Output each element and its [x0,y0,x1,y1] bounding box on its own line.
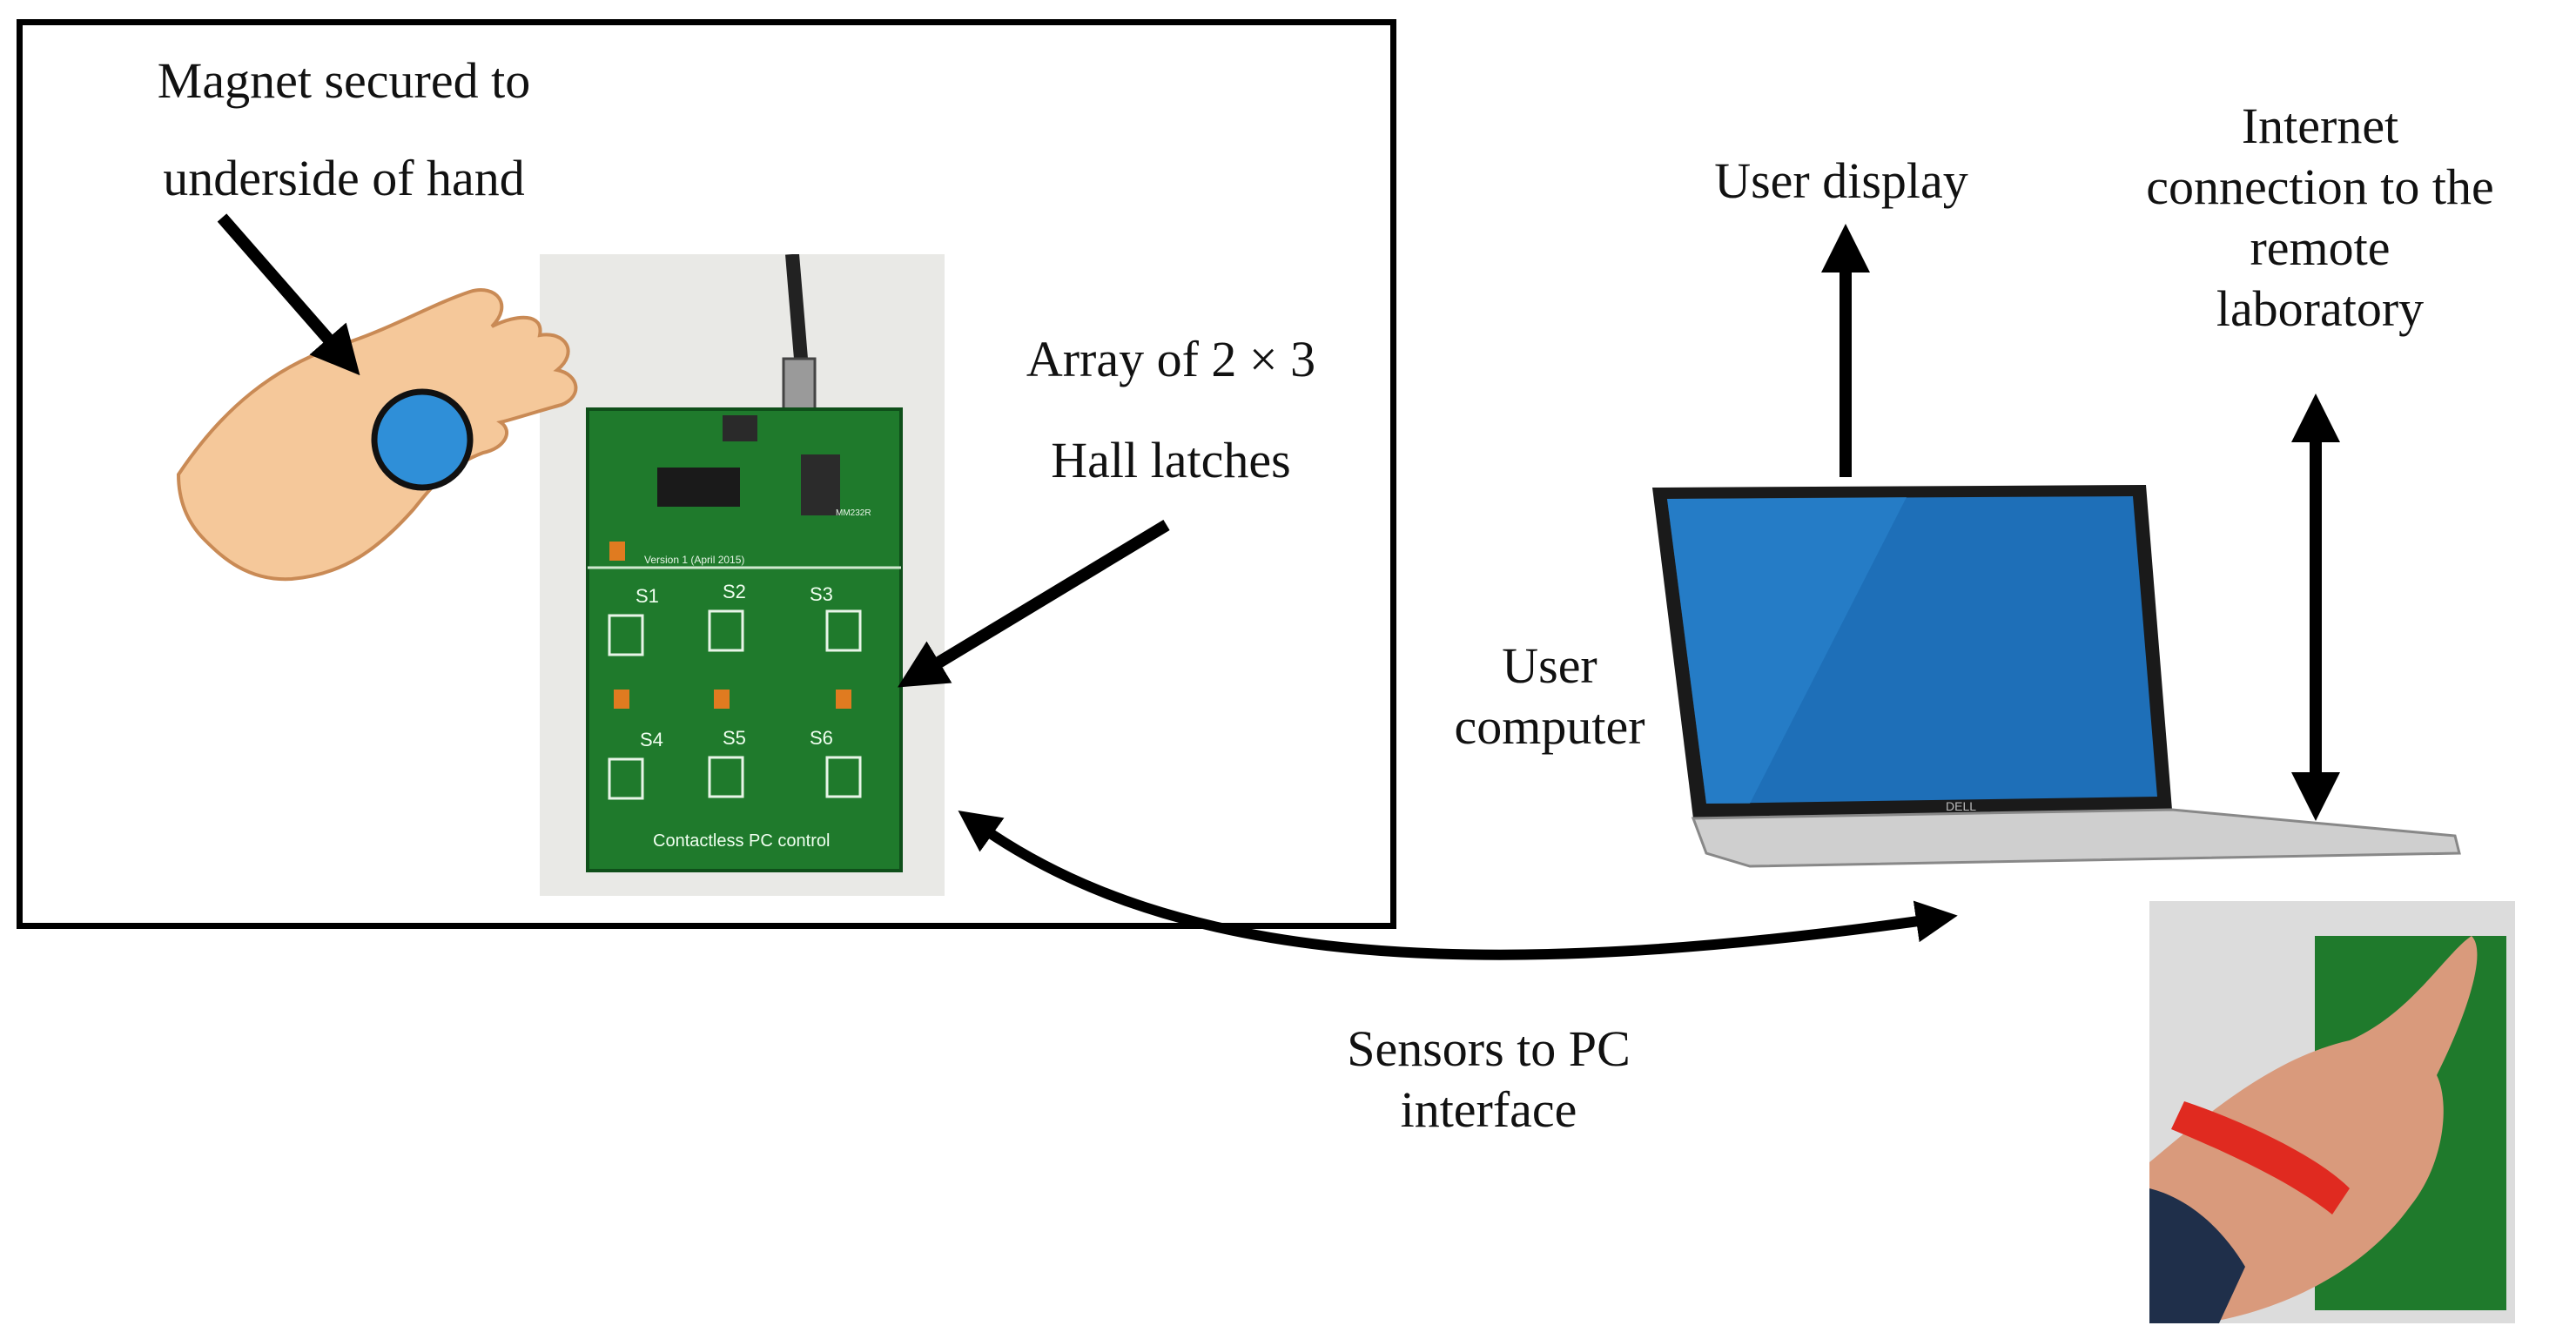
sensor-label-s5: S5 [723,727,746,749]
sensors-label: Sensors to PC interface [1288,1019,1689,1141]
chip-label: MM232R [836,508,871,518]
user-computer-line2: computer [1454,698,1645,755]
sensor-s4 [608,757,644,800]
header-pins [723,415,757,441]
magnet-arrow [217,213,360,376]
sensor-s1 [608,614,644,656]
internet-label-line2: connection to the [2146,158,2494,215]
magnet-disc [371,388,474,491]
sensor-label-s6: S6 [810,727,833,749]
user-display-label: User display [1714,152,1968,209]
red-wristband [2171,1101,2350,1215]
laptop-brand: DELL [1946,799,1976,813]
version-label: Version 1 (April 2015) [644,554,744,566]
sensor-s2 [708,609,744,652]
magnet-label: Magnet secured to underside of hand [91,50,596,209]
ic-chip [657,468,740,507]
internet-label-line3: remote [2250,219,2391,276]
array-label: Array of 2 × 3 Hall latches [971,329,1371,491]
sensor-label-s1: S1 [636,585,659,607]
array-label-line1: Array of 2 × 3 [1026,331,1316,387]
board-footer-label: Contactless PC control [653,831,830,851]
usb-cable [785,254,808,360]
usb-connector [782,357,817,413]
photo-hand [2149,936,2478,1323]
sensors-label-line2: interface [1400,1081,1577,1138]
user-computer-line1: User [1502,637,1597,694]
sensor-row-top: S1 S2 S3 [608,581,862,656]
screen-highlight [1667,497,1907,804]
magnet-label-line1: Magnet secured to [157,52,531,109]
sensor-label-s4: S4 [640,729,663,750]
internet-label: Internet connection to the remote labora… [2094,96,2546,340]
hand-with-magnet [176,288,578,582]
sensor-board-frame [17,19,1396,929]
internet-label-line4: laboratory [2216,280,2425,337]
sensor-s3 [825,609,862,652]
pcb-board [586,407,903,872]
hand-on-board-photo [2149,901,2515,1323]
internet-label-line1: Internet [2241,98,2399,154]
sensors-label-line1: Sensors to PC [1347,1020,1631,1077]
sensor-s5 [708,756,744,798]
array-label-line2: Hall latches [1051,432,1291,488]
hall-latches-arrow [898,520,1170,688]
pcb-photo: MM232R Version 1 (April 2015) S1 S2 S3 S… [540,254,945,896]
usb-module [801,454,840,515]
sensor-row-bottom: S4 S5 S6 [608,727,862,800]
magnet-label-line2: underside of hand [163,150,525,206]
sensor-s6 [825,756,862,798]
sensor-label-s2: S2 [723,581,746,602]
sensor-label-s3: S3 [810,583,833,605]
sleeve [2149,1188,2245,1323]
sensors-to-pc-arrow [958,811,1958,960]
user-computer-label: User computer [1419,636,1680,757]
capacitors [609,542,851,709]
